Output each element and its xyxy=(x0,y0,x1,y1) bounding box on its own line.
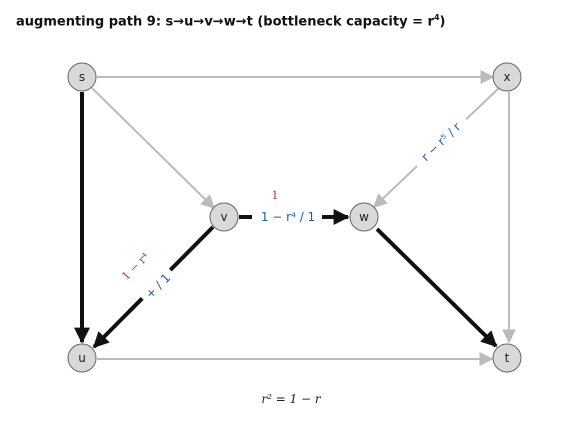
edge-s-v xyxy=(91,87,215,209)
node-t: t xyxy=(492,343,522,373)
node-x: x xyxy=(492,62,522,92)
edge-label-v-u: + / 1 xyxy=(137,265,178,306)
node-s: s xyxy=(67,62,97,92)
svg-text:w: w xyxy=(359,210,369,224)
svg-text:s: s xyxy=(79,70,85,84)
edge-label-v-w: 1 − r⁴ / 1 xyxy=(261,210,315,224)
edge-old-label-v-w: 1 xyxy=(272,189,279,202)
node-u: u xyxy=(67,343,97,373)
svg-text:t: t xyxy=(505,351,510,365)
edge-label-x-w: r − r⁵ / r xyxy=(410,111,472,172)
svg-text:x: x xyxy=(503,70,510,84)
diagram-title: augmenting path 9: s→u→v→w→t (bottleneck… xyxy=(16,13,446,30)
edge-old-label-v-u: 1 − r⁴ xyxy=(119,250,152,283)
equation: r² = 1 − r xyxy=(261,392,322,406)
node-w: w xyxy=(349,202,379,232)
svg-text:r − r⁵ / r: r − r⁵ / r xyxy=(419,120,464,164)
svg-text:1 − r⁴: 1 − r⁴ xyxy=(119,250,152,283)
svg-text:u: u xyxy=(78,351,86,365)
svg-text:v: v xyxy=(220,210,227,224)
node-v: v xyxy=(209,202,239,232)
edge-w-t xyxy=(375,227,498,348)
